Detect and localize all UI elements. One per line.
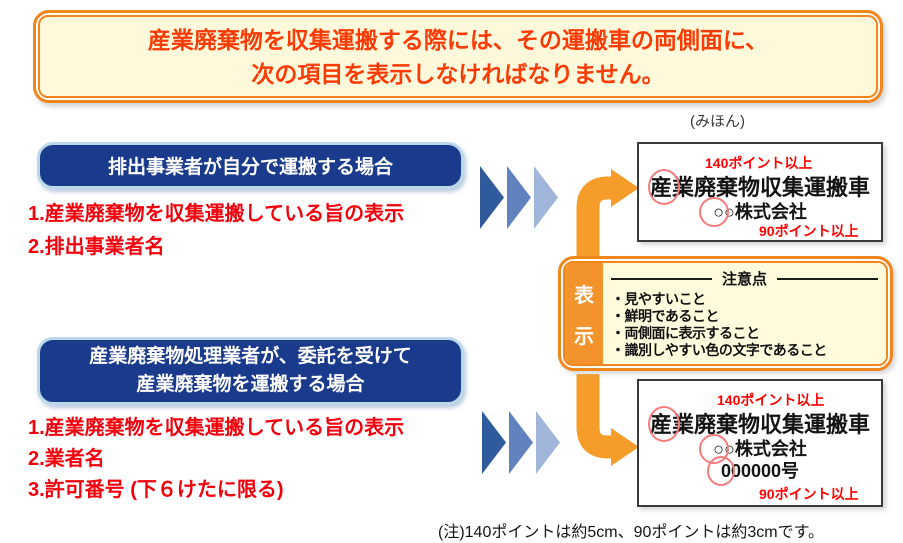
display-notes-content: 注意点 ・見やすいこと ・鮮明であること ・両側面に表示すること ・識別しやすい… [603,263,886,364]
flow-arrowhead-top [611,169,639,207]
footnote: (注)140ポイントは約5cm、90ポイントは約3cmです。 [438,524,825,541]
triple-chevron-arrow-icon [480,166,558,229]
point-size-90-label: 90ポイント以上 [759,223,859,239]
requirement-item: 3.許可番号 (下６けたに限る) [28,479,284,501]
chevron-icon [507,166,531,229]
requirement-item: 2.業者名 [28,448,105,470]
note-item: ・鮮明であること [611,308,719,324]
highlight-circle-icon [699,197,729,227]
chevron-icon [509,411,533,474]
display-label-char: 示 [574,325,594,348]
point-size-140-label: 140ポイント以上 [717,392,825,408]
sign-company: ○○株式会社 [713,439,807,459]
header-line-1: 産業廃棄物を収集運搬する際には、その運搬車の両側面に、 [147,26,769,53]
note-item: ・両側面に表示すること [611,325,760,341]
notes-header: 注意点 [611,268,879,289]
display-notes-box: 表 示 注意点 ・見やすいこと ・鮮明であること ・両側面に表示すること ・識別… [558,256,893,371]
point-size-140-label: 140ポイント以上 [705,155,813,171]
display-notes-inner: 表 示 注意点 ・見やすいこと ・鮮明であること ・両側面に表示すること ・識別… [563,261,888,366]
requirement-item: 2.排出事業者名 [28,236,165,258]
case-self-banner: 排出事業者が自分で運搬する場合 [37,142,464,189]
case-contract-title-line1: 産業廃棄物処理業者が、委託を受けて [89,346,412,367]
case-contract-banner: 産業廃棄物処理業者が、委託を受けて 産業廃棄物を運搬する場合 [37,337,464,405]
requirement-item: 1.産業廃棄物を収集運搬している旨の表示 [28,203,405,225]
sample-label: (みほん) [690,113,745,130]
point-size-90-label: 90ポイント以上 [759,486,859,502]
triple-chevron-arrow-icon [482,411,560,474]
sign-title: 産業廃棄物収集運搬車 [649,175,870,200]
sample-sign-top: 140ポイント以上 産業廃棄物収集運搬車 ○○株式会社 90ポイント以上 [637,142,883,242]
header-line-2: 次の項目を表示しなければなりません。 [251,60,665,87]
sign-company: ○○株式会社 [713,202,807,222]
note-item: ・見やすいこと [611,291,706,307]
highlight-circle-icon [648,406,680,442]
header-banner: 産業廃棄物を収集運搬する際には、その運搬車の両側面に、 次の項目を表示しなければ… [33,10,883,103]
header-banner-inner: 産業廃棄物を収集運搬する際には、その運搬車の両側面に、 次の項目を表示しなければ… [38,15,878,98]
flow-arrow-top [576,176,613,257]
case-self-title: 排出事業者が自分で運搬する場合 [107,157,393,178]
note-item: ・識別しやすい色の文字であること [611,342,827,358]
chevron-icon [534,166,558,229]
sample-sign-bottom: 140ポイント以上 産業廃棄物収集運搬車 ○○株式会社 000000号 90ポイ… [637,379,883,507]
display-label-char: 表 [574,284,594,307]
flow-arrowhead-bottom [611,428,639,466]
case-contract-requirements: 1.産業廃棄物を収集運搬している旨の表示 2.業者名 3.許可番号 (下６けたに… [28,413,404,506]
highlight-circle-icon [707,456,735,486]
chevron-icon [536,411,560,474]
display-label: 表 示 [565,263,603,364]
flow-arrow-bottom [576,374,613,459]
notes-title: 注意点 [722,271,768,288]
requirement-item: 1.産業廃棄物を収集運搬している旨の表示 [28,417,405,439]
case-self-requirements: 1.産業廃棄物を収集運搬している旨の表示 2.排出事業者名 [28,198,404,264]
highlight-circle-icon [648,169,680,205]
sign-title: 産業廃棄物収集運搬車 [649,412,870,437]
rule-line [611,277,712,280]
rule-line [777,277,879,280]
sign-permit-number: 000000号 [720,461,800,481]
case-contract-title-line2: 産業廃棄物を運搬する場合 [136,374,365,395]
chevron-icon [482,411,506,474]
chevron-icon [480,166,504,229]
